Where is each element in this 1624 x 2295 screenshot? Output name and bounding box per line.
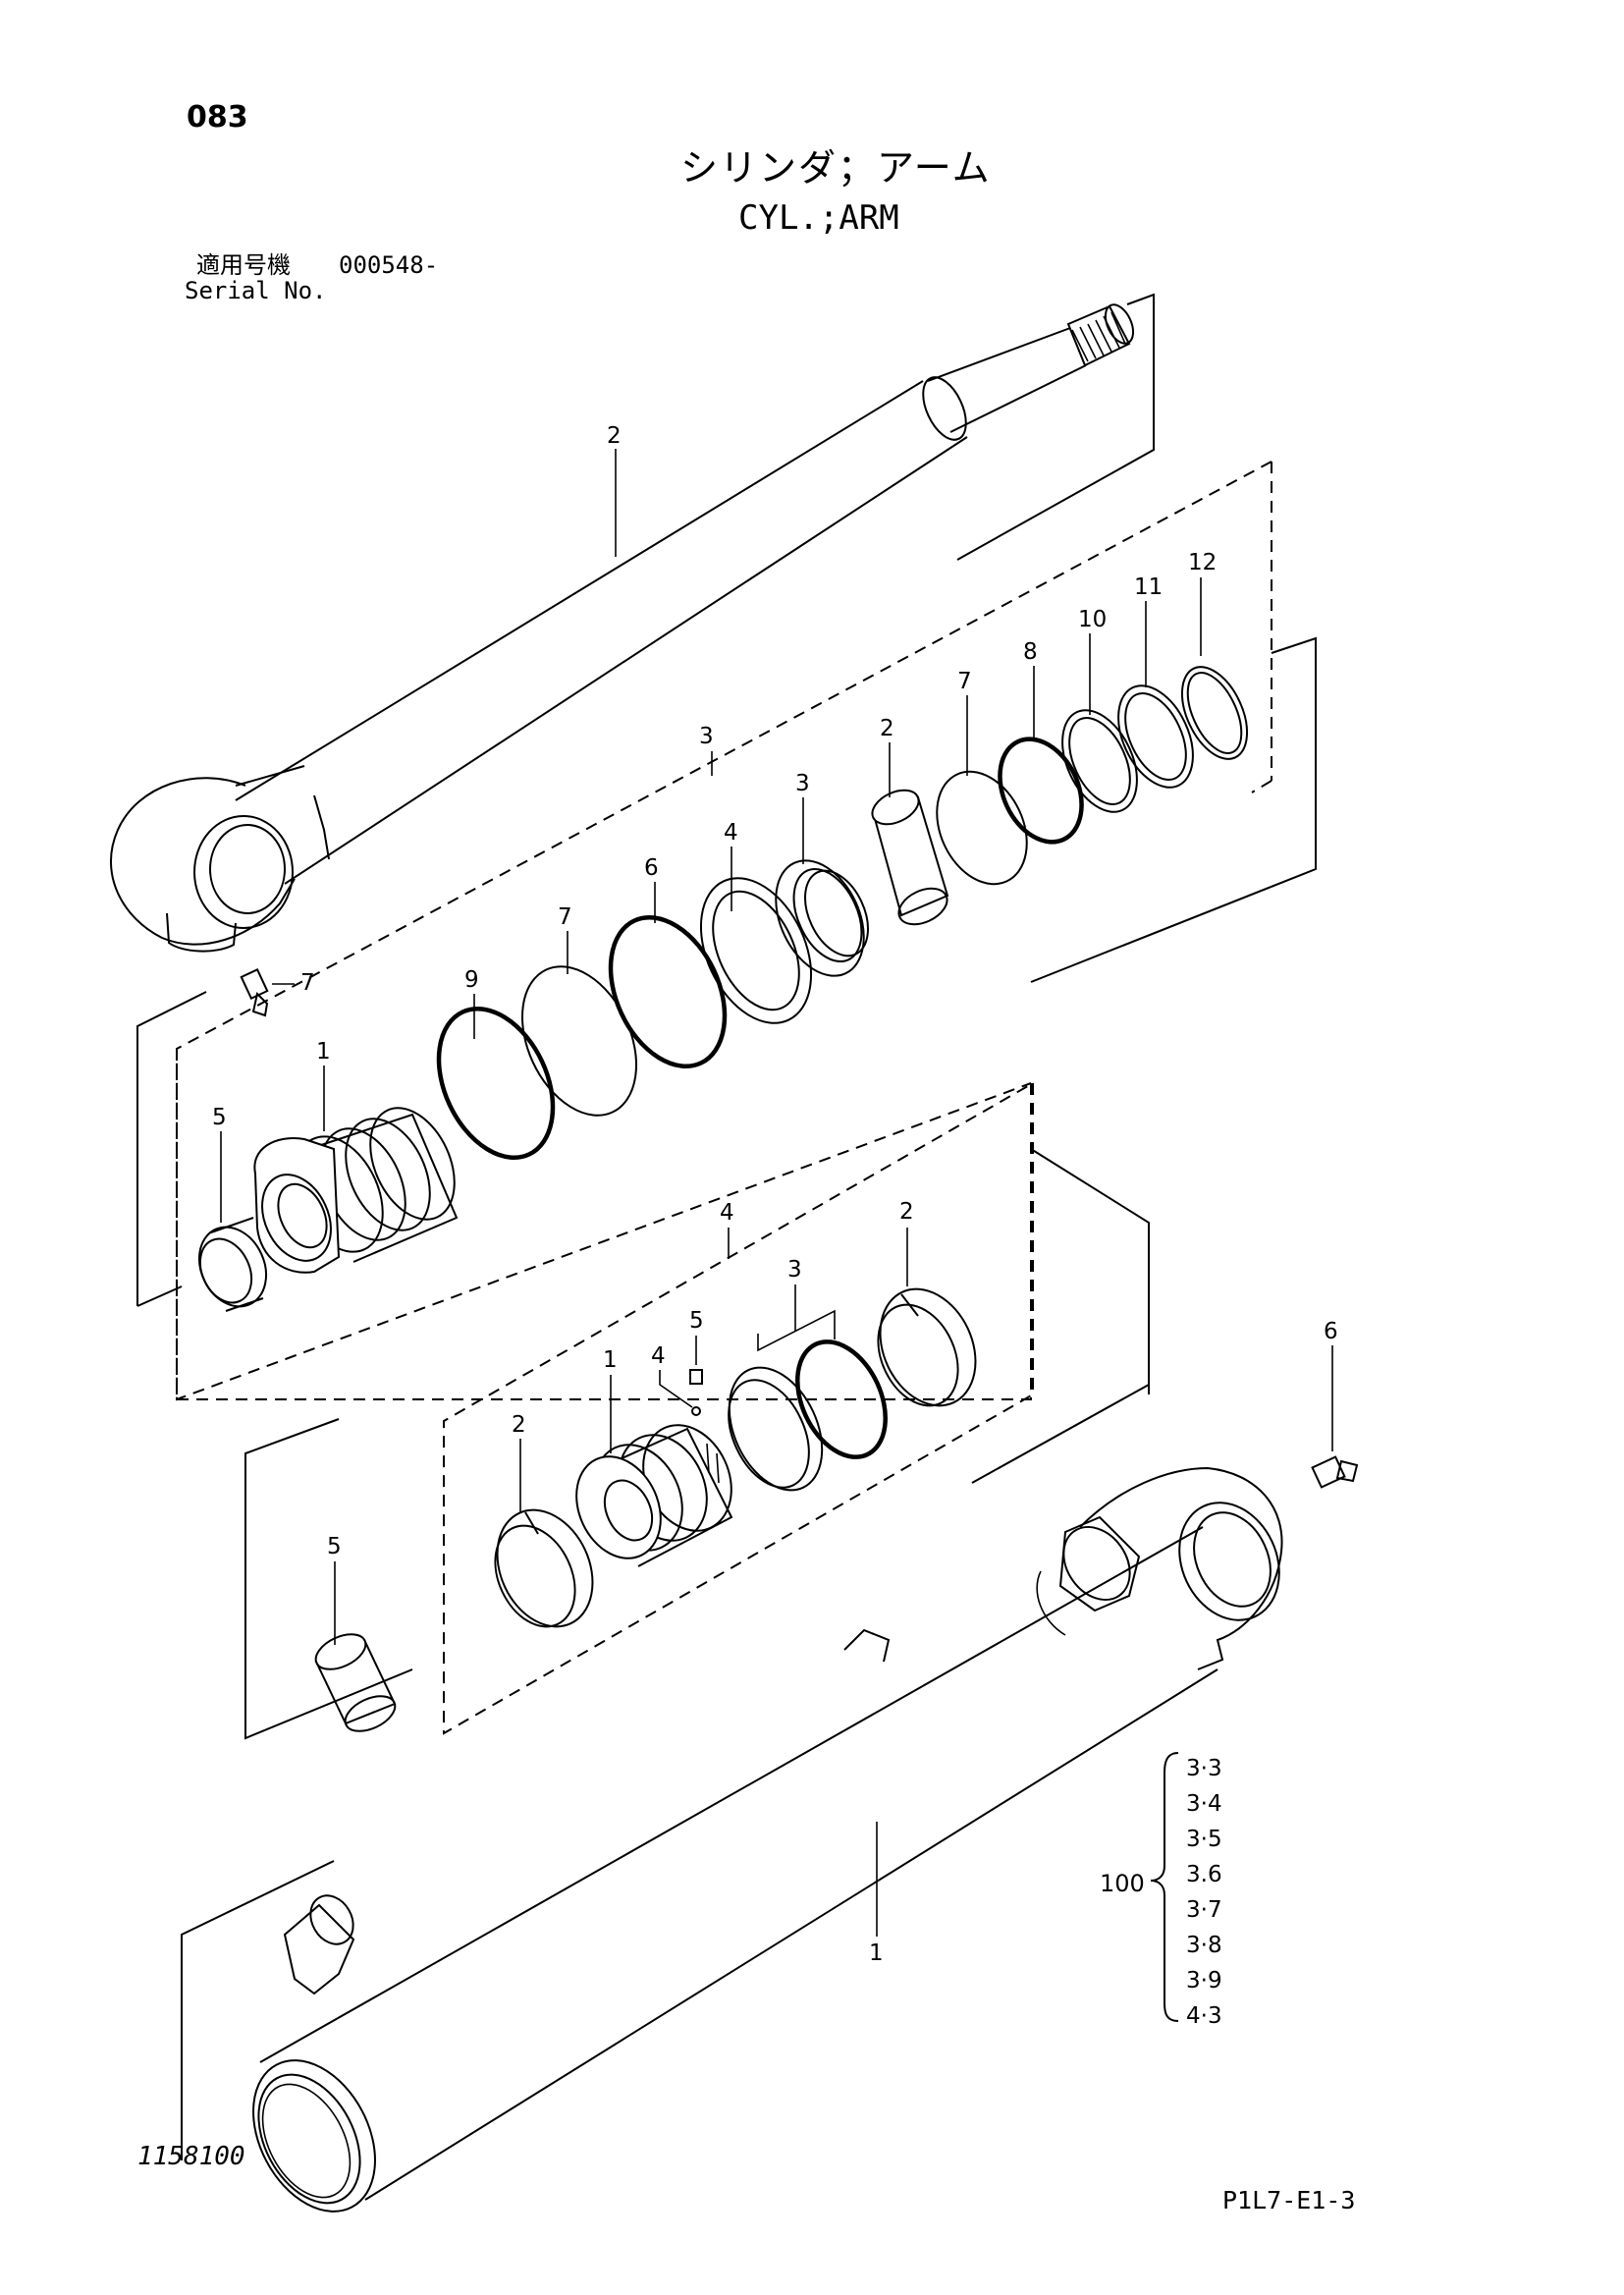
serial-number-value: 000548- <box>339 251 439 279</box>
callout-head-ring-6: 6 <box>644 855 659 881</box>
seal-kit-number: 100 <box>1100 1870 1145 1897</box>
callout-head-ring-7b: 7 <box>558 904 572 930</box>
callout-head-seal-3: 3 <box>795 771 810 796</box>
callout-ring-10: 10 <box>1078 607 1107 632</box>
callout-tube-bushing: 5 <box>327 1534 342 1559</box>
tube-left-bracket <box>181 1860 335 2160</box>
callout-ring-11: 11 <box>1134 574 1163 600</box>
head-ring-8 <box>998 737 1084 845</box>
head-ring-7a <box>936 770 1028 886</box>
head-ring-9 <box>436 1006 556 1161</box>
tube-bushing-bracket <box>244 1418 413 1740</box>
piston-seal-3-inner <box>728 1366 824 1492</box>
head-ring-10 <box>1061 709 1138 813</box>
piston-kit-boundary <box>443 1082 1034 1735</box>
serial-label-japanese: 適用号機 <box>196 251 291 279</box>
callout-piston-ring-2: 2 <box>899 1199 914 1225</box>
head-bushing-5 <box>197 1217 268 1312</box>
piston-rod-assembly <box>109 293 1155 1017</box>
callout-ring-8: 8 <box>1023 639 1038 665</box>
callout-piston-ring-2b: 2 <box>512 1412 526 1438</box>
callout-cylinder-head: 1 <box>316 1039 331 1065</box>
callout-piston-ball-4: 4 <box>651 1343 666 1369</box>
head-kit-left-bracket <box>136 991 207 1307</box>
callout-ring-7a: 7 <box>957 669 972 694</box>
callout-rod-assy: 2 <box>607 423 622 449</box>
callout-piston-seal-3: 3 <box>787 1257 802 1283</box>
rod-thread <box>1066 303 1135 367</box>
cylinder-tube <box>252 1466 1283 2213</box>
head-ring-11 <box>1117 684 1194 789</box>
callout-cylinder-tube: 1 <box>869 1940 884 1966</box>
piston-ball-4 <box>691 1406 701 1416</box>
seal-kit-item: 4·3 <box>1186 2003 1222 2029</box>
callout-head-ring-9: 9 <box>464 967 479 993</box>
callout-piston-screw-5: 5 <box>689 1308 704 1334</box>
drawing-id: 1158100 <box>137 2142 245 2171</box>
rod-grease-fitting <box>240 967 269 1017</box>
page-code: P1L7-E1-3 <box>1222 2186 1356 2214</box>
seal-kit-item: 3·4 <box>1186 1791 1222 1817</box>
head-ring-4 <box>699 877 813 1024</box>
tube-bushing <box>314 1633 397 1732</box>
callout-ring-12: 12 <box>1188 550 1217 575</box>
cylinder-head <box>253 1107 459 1274</box>
head-ring-12 <box>1180 666 1249 760</box>
seal-kit-item: 3·8 <box>1186 1933 1222 1958</box>
callout-head-ring-4: 4 <box>724 820 738 846</box>
rod-eye <box>109 765 330 953</box>
title-japanese: シリンダ；アーム <box>680 146 992 190</box>
seal-kit-brace <box>1150 1752 1179 2022</box>
seal-kit-item: 3·7 <box>1186 1897 1222 1923</box>
piston <box>575 1424 733 1567</box>
seal-kit-item: 3.6 <box>1186 1862 1222 1887</box>
head-ring-7b <box>520 965 638 1117</box>
tube-grease-fitting <box>1311 1455 1359 1489</box>
piston-seal-3-outer <box>795 1339 888 1459</box>
head-ring-6 <box>608 914 728 1069</box>
piston-ring-2b <box>494 1508 594 1628</box>
serial-label-english: Serial No. <box>185 277 327 304</box>
seal-kit-item: 3·3 <box>1186 1756 1222 1781</box>
callout-head-bushing-5: 5 <box>212 1105 227 1130</box>
callout-rod-fitting: 7 <box>300 970 315 996</box>
cylinder-head-kit-boundary <box>176 461 1272 1401</box>
leader-piston-seal-3 <box>757 1284 836 1352</box>
seal-kit-item: 3·5 <box>1186 1827 1222 1852</box>
seal-kit-item: 3·9 <box>1186 1968 1222 1994</box>
piston-kit-bracket <box>971 1148 1150 1484</box>
head-bushing <box>871 789 949 926</box>
callout-head-bushing: 2 <box>880 716 894 741</box>
callout-piston: 1 <box>603 1347 618 1373</box>
page-number: 083 <box>187 100 248 135</box>
callout-piston-kit: 4 <box>720 1200 734 1226</box>
title-english: CYL.;ARM <box>738 198 899 238</box>
callout-tube-fitting: 6 <box>1324 1319 1338 1344</box>
seal-kit-items: 3·3 3·4 3·5 3.6 3·7 3·8 3·9 4·3 <box>1186 1751 1222 2034</box>
piston-screw-5 <box>689 1369 703 1385</box>
callout-head-kit: 3 <box>699 724 714 749</box>
leader-piston-ball-4 <box>659 1370 693 1408</box>
piston-ring-2 <box>877 1287 977 1407</box>
head-kit-bracket <box>1030 636 1317 983</box>
head-seal-3 <box>775 859 869 977</box>
